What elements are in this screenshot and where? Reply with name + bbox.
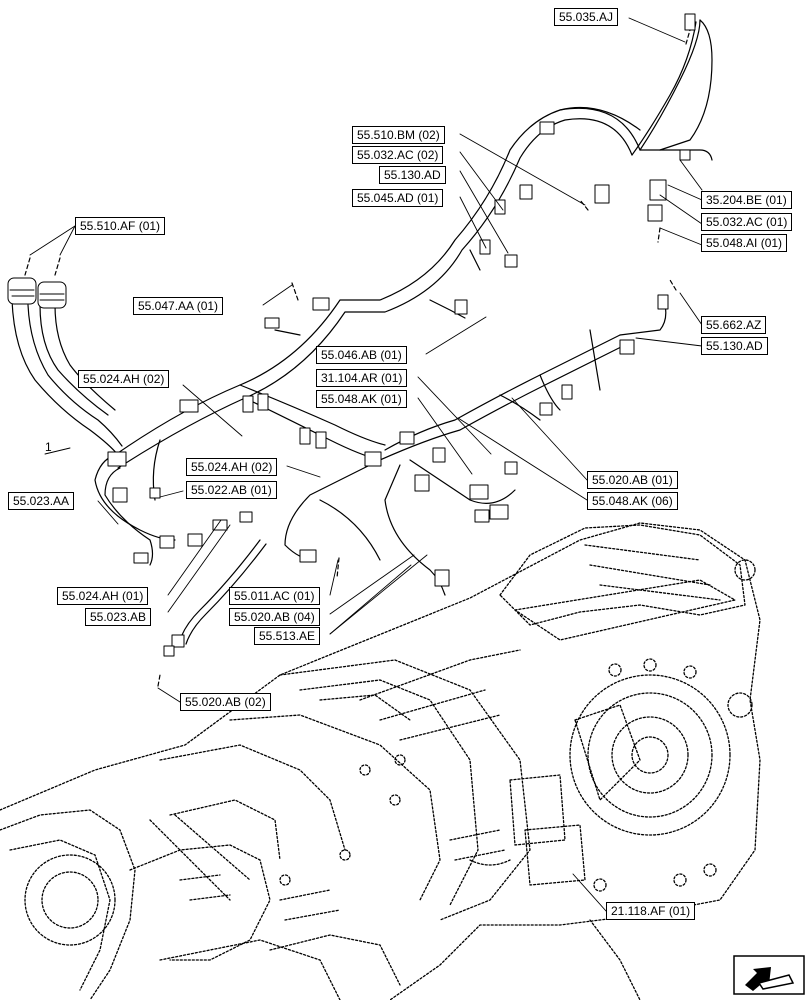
callout-55-011-ac-01[interactable]: 55.011.AC (01) (229, 587, 320, 605)
callout-31-104-ar-01[interactable]: 31.104.AR (01) (316, 369, 408, 387)
callout-55-048-ak-06[interactable]: 55.048.AK (06) (587, 492, 678, 510)
callout-55-048-ai-01[interactable]: 55.048.AI (01) (701, 234, 788, 252)
callout-55-130-ad-top[interactable]: 55.130.AD (379, 166, 446, 184)
callout-55-024-ah-02-upper[interactable]: 55.024.AH (02) (78, 370, 170, 388)
harness-trunks (11, 19, 713, 645)
callout-21-118-af-01[interactable]: 21.118.AF (01) (606, 902, 696, 920)
callout-55-024-ah-01[interactable]: 55.024.AH (01) (57, 587, 149, 605)
callout-55-130-ad-mid[interactable]: 55.130.AD (701, 337, 768, 355)
callout-55-046-ab-01[interactable]: 55.046.AB (01) (316, 346, 407, 364)
callout-55-023-ab[interactable]: 55.023.AB (85, 608, 152, 626)
callout-55-513-ae[interactable]: 55.513.AE (254, 627, 321, 645)
leader-lines (29, 17, 703, 912)
callout-35-204-be-01[interactable]: 35.204.BE (01) (701, 191, 792, 209)
callout-55-032-ac-02[interactable]: 55.032.AC (02) (352, 146, 444, 164)
callout-55-047-aa-01[interactable]: 55.047.AA (01) (133, 297, 224, 315)
transmission-housing (0, 522, 761, 1000)
callout-55-020-ab-04[interactable]: 55.020.AB (04) (229, 608, 320, 626)
callout-55-022-ab-01[interactable]: 55.022.AB (01) (186, 481, 277, 499)
harness-connectors (7, 13, 696, 657)
callout-55-020-ab-02[interactable]: 55.020.AB (02) (180, 693, 271, 711)
callout-55-023-aa[interactable]: 55.023.AA (8, 492, 75, 510)
callout-55-035-aj[interactable]: 55.035.AJ (554, 8, 619, 26)
callout-55-045-ad-01[interactable]: 55.045.AD (01) (352, 189, 444, 207)
next-page-arrow-icon[interactable] (733, 955, 805, 995)
leader-dashes (24, 29, 691, 687)
callout-55-662-az[interactable]: 55.662.AZ (701, 316, 767, 334)
item-number-label: 1 (45, 440, 52, 454)
callout-55-510-af-01[interactable]: 55.510.AF (01) (75, 217, 166, 235)
callout-55-510-bm-02[interactable]: 55.510.BM (02) (352, 126, 445, 144)
callout-55-048-ak-01[interactable]: 55.048.AK (01) (316, 390, 407, 408)
callout-55-020-ab-01[interactable]: 55.020.AB (01) (587, 471, 678, 489)
callout-55-024-ah-02-lower[interactable]: 55.024.AH (02) (186, 458, 278, 476)
callout-55-032-ac-01[interactable]: 55.032.AC (01) (701, 213, 793, 231)
